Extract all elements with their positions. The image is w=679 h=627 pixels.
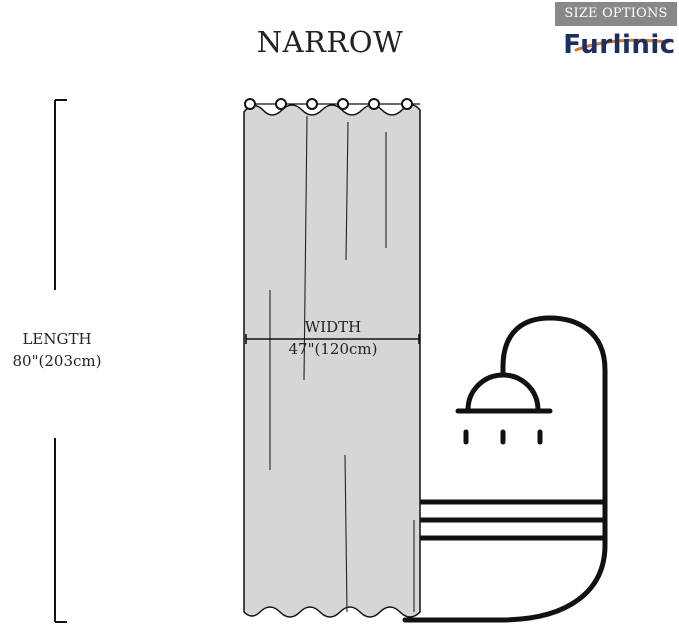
width-label-text: WIDTH xyxy=(304,318,362,336)
length-label: LENGTH 80"(203cm) xyxy=(0,328,120,372)
curtain-panel xyxy=(243,103,421,618)
width-label: WIDTH 47"(120cm) xyxy=(245,316,421,360)
width-value: 47"(120cm) xyxy=(288,340,378,358)
length-bracket xyxy=(54,99,67,623)
brand-swoosh-icon xyxy=(574,38,670,52)
length-label-text: LENGTH xyxy=(22,330,92,348)
bathtub-icon xyxy=(402,315,608,623)
grommet-icon xyxy=(244,98,413,110)
size-options-badge: SIZE OPTIONS xyxy=(555,2,677,26)
page-title: NARROW xyxy=(256,25,404,59)
shower-head-icon xyxy=(455,365,553,445)
brand-logo: Furlinic xyxy=(563,30,676,60)
length-value: 80"(203cm) xyxy=(12,352,102,370)
width-dimension xyxy=(245,334,420,344)
